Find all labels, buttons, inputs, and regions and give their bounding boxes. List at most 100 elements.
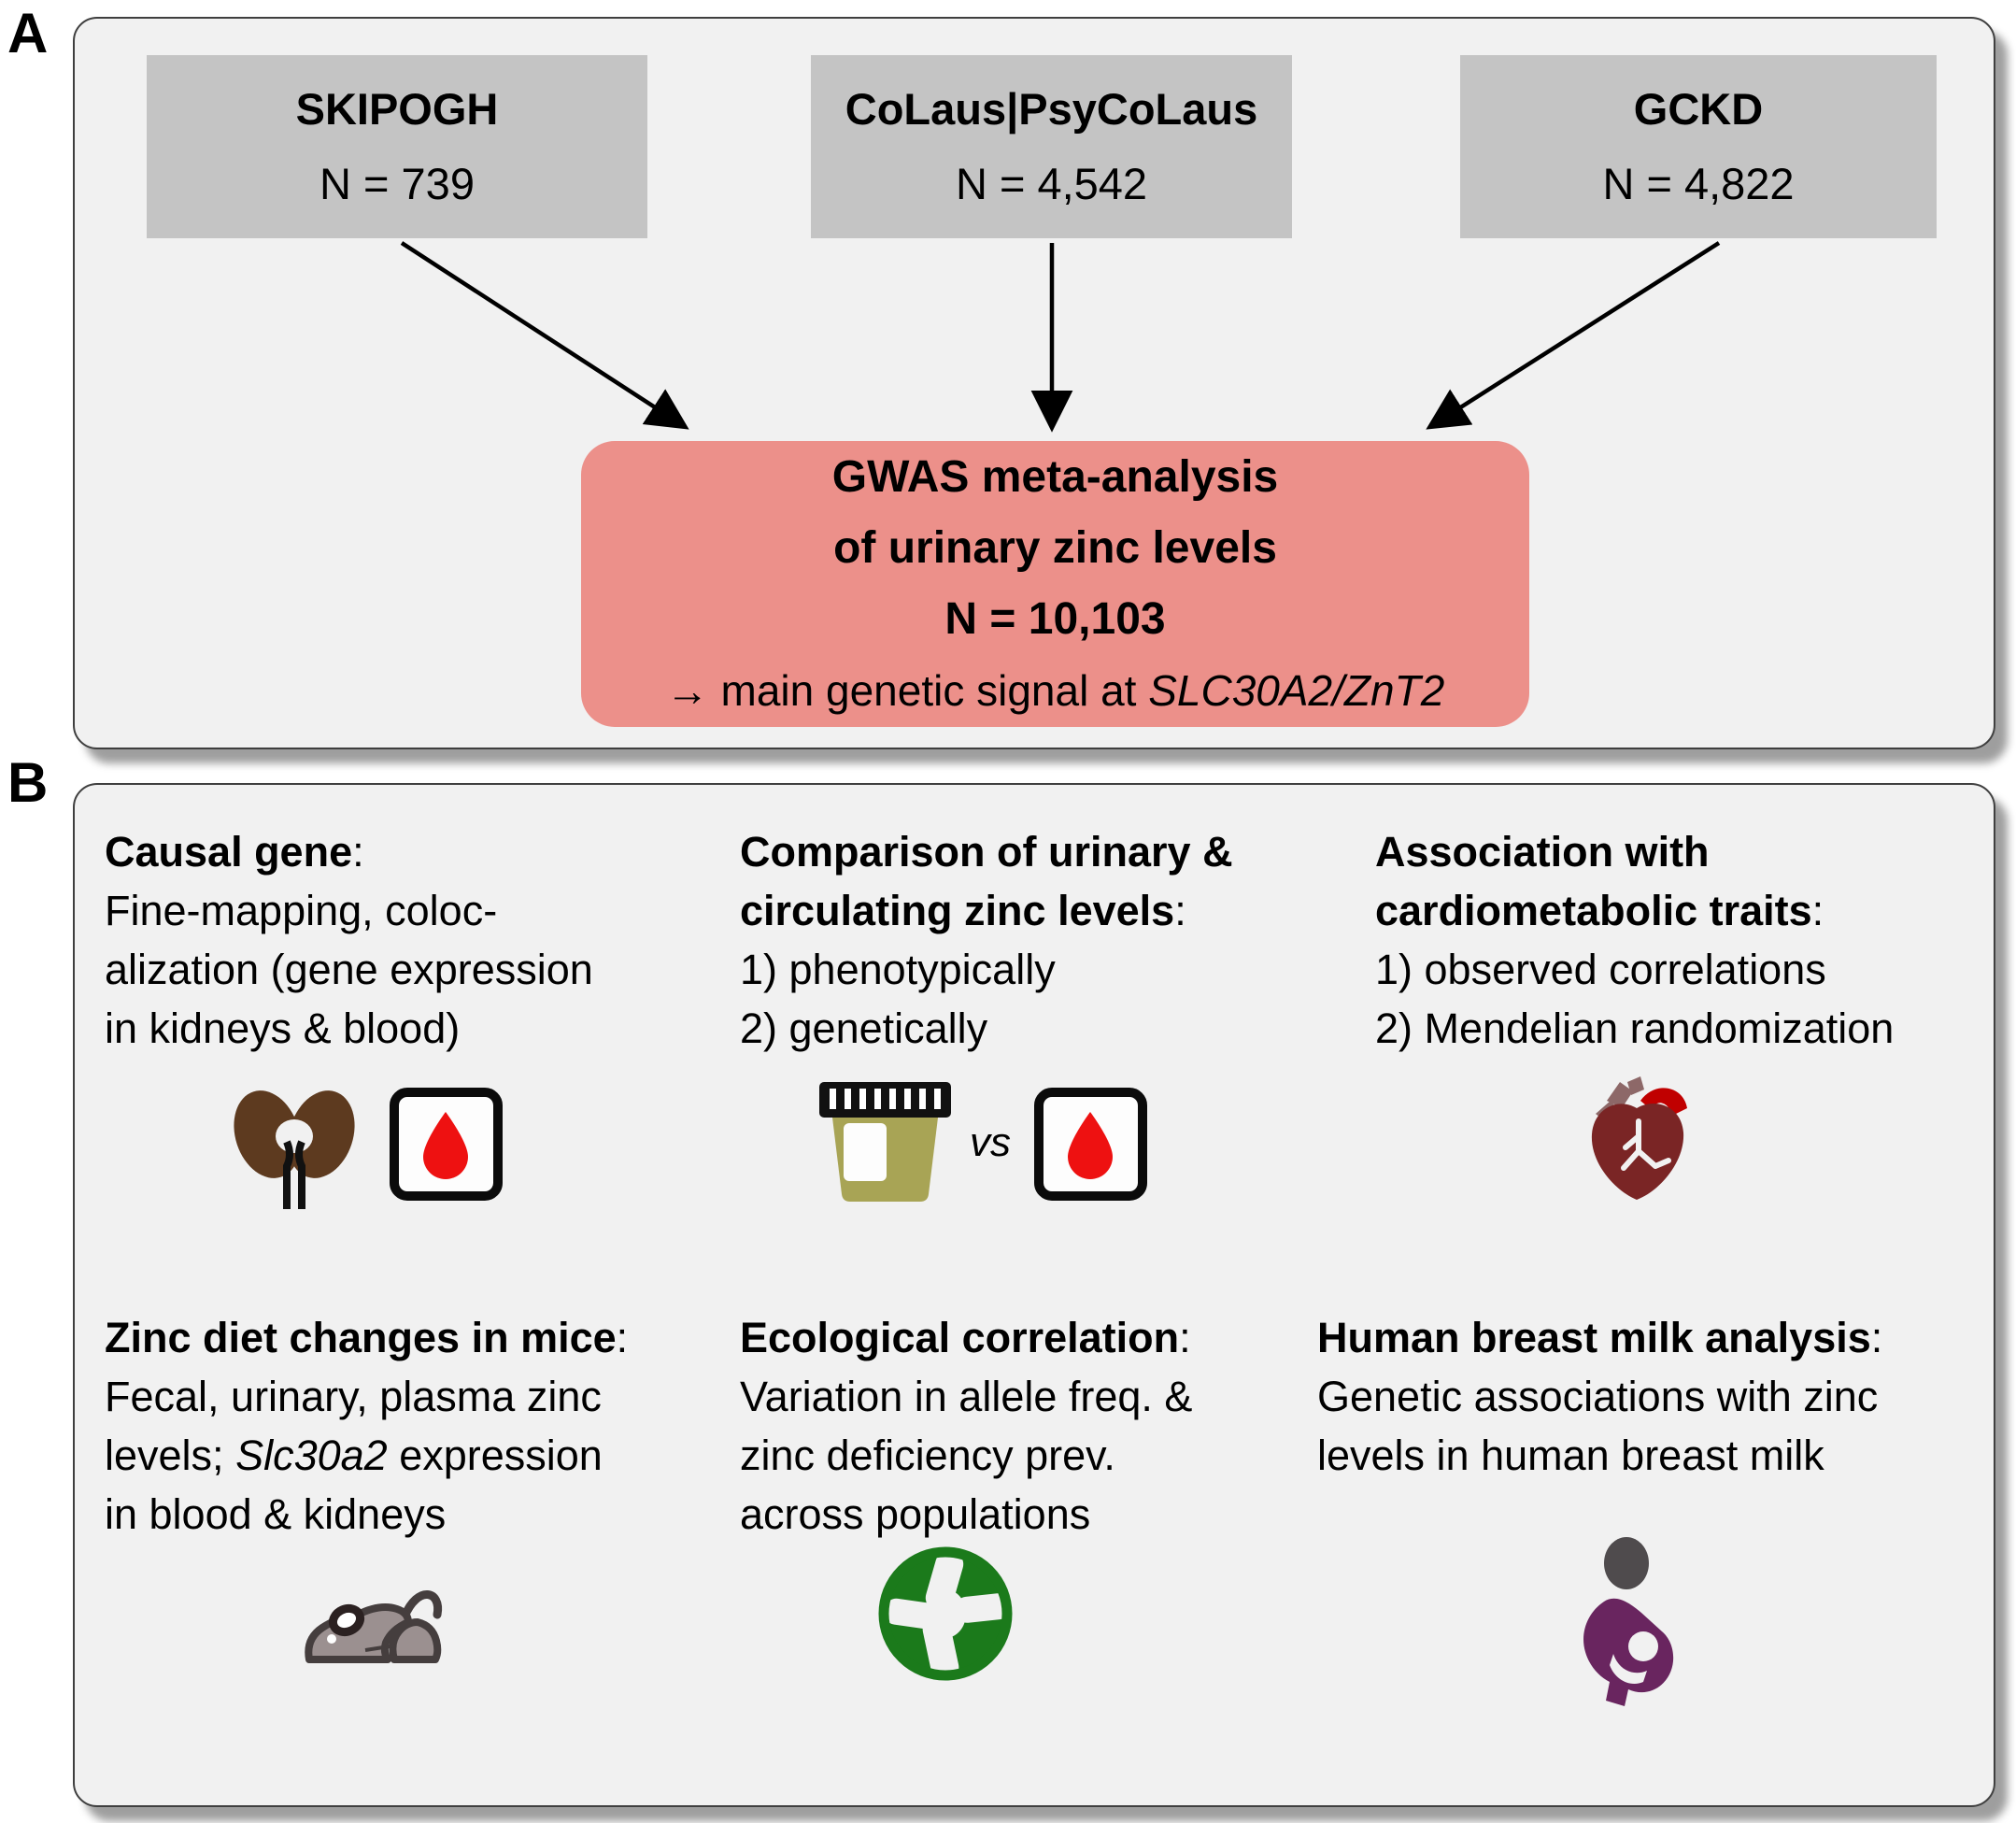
cell-title-text: Ecological correlation — [740, 1314, 1180, 1361]
blood-sample-icon — [1032, 1086, 1149, 1207]
heart-icon — [1579, 1073, 1696, 1208]
cell-title: Zinc diet changes in mice: — [105, 1308, 740, 1367]
blood-drop — [423, 1112, 468, 1179]
arrow-skipogh-to-meta — [400, 241, 689, 430]
body-line: 2) genetically — [740, 1004, 988, 1052]
cell-cardiometabolic: Association with cardiometabolic traits:… — [1375, 822, 1992, 1058]
cell-title: cardiometabolic traits: — [1375, 881, 1992, 940]
meta-line: GWAS meta-analysis — [831, 452, 1279, 502]
body-line: Fine-mapping, coloc- — [105, 887, 498, 934]
panel-b: Causal gene: Fine-mapping, coloc- alizat… — [73, 783, 1995, 1807]
breastfeeding-icon — [1565, 1532, 1682, 1715]
ocean-channel — [954, 1593, 1012, 1623]
cohort-name: GCKD — [1633, 84, 1764, 134]
gene-name: Slc30a2 — [235, 1431, 388, 1479]
meta-signal-prefix: → main genetic signal at — [665, 666, 1149, 715]
cell-mice: Zinc diet changes in mice: Fecal, urinar… — [105, 1308, 740, 1544]
mouse-icon — [304, 1568, 444, 1671]
ocean-center — [925, 1589, 966, 1638]
vessel — [1627, 1076, 1644, 1095]
urine-cup-icon — [817, 1076, 953, 1212]
cell-title-colon: : — [1870, 1314, 1883, 1361]
ureter-right — [295, 1140, 305, 1209]
cell-title: Comparison of urinary & — [740, 828, 1233, 876]
body-line: Fecal, urinary, plasma zinc — [105, 1373, 602, 1420]
line-segment: expression — [387, 1431, 603, 1479]
cell-title: Human breast milk analysis: — [1317, 1308, 1981, 1367]
mouse-hind — [389, 1618, 442, 1663]
cell-title-colon: : — [1174, 887, 1186, 934]
cell-title-colon: : — [352, 828, 364, 876]
vessel — [1607, 1082, 1633, 1108]
ocean-channel — [884, 1598, 938, 1630]
panel-a: SKIPOGH N = 739 CoLaus|PsyCoLaus N = 4,5… — [73, 17, 1995, 749]
arm-gap — [1610, 1654, 1647, 1684]
cohort-box-colaus: CoLaus|PsyCoLaus N = 4,542 — [811, 55, 1292, 238]
body-line: alization (gene expression — [105, 946, 593, 993]
cell-title: Causal gene: — [105, 822, 721, 881]
body-line: 2) Mendelian randomization — [1375, 1004, 1895, 1052]
cell-title: circulating zinc levels: — [740, 881, 1356, 940]
panel-b-label: B — [7, 751, 49, 814]
cohort-n: N = 4,542 — [955, 159, 1148, 208]
cell-title-text: Causal gene — [105, 828, 353, 876]
cell-title-colon: : — [1179, 1314, 1191, 1361]
gwas-meta-box: GWAS meta-analysis of urinary zinc level… — [581, 441, 1529, 727]
mouse-leg-line — [364, 1644, 396, 1652]
body-line: across populations — [740, 1490, 1091, 1538]
vs-label: vs — [970, 1119, 1011, 1165]
body-line: zinc deficiency prev. — [740, 1431, 1115, 1479]
kidney-notch — [276, 1119, 313, 1153]
kidneys-icon — [234, 1076, 355, 1221]
cell-title: Association with — [1375, 828, 1710, 876]
meta-line: of urinary zinc levels — [833, 523, 1277, 573]
arrow-gckd-to-meta — [1426, 241, 1721, 430]
cell-title-text: circulating zinc levels — [740, 887, 1175, 934]
ureter-left — [283, 1140, 293, 1209]
cohort-box-gckd: GCKD N = 4,822 — [1460, 55, 1937, 238]
cell-breast-milk: Human breast milk analysis: Genetic asso… — [1317, 1308, 1981, 1485]
cell-title-text: cardiometabolic traits — [1375, 887, 1812, 934]
cohort-n: N = 4,822 — [1602, 159, 1795, 208]
body-line: 1) observed correlations — [1375, 946, 1826, 993]
blood-drop — [1068, 1112, 1113, 1179]
meta-signal-line: → main genetic signal at SLC30A2/ZnT2 — [666, 655, 1445, 726]
mouse-ear — [328, 1603, 365, 1637]
body-line: in blood & kidneys — [105, 1490, 447, 1538]
cell-causal-gene: Causal gene: Fine-mapping, coloc- alizat… — [105, 822, 721, 1058]
cup-label-window — [844, 1123, 887, 1181]
cohort-n: N = 739 — [319, 159, 475, 208]
cell-title-text: Zinc diet changes in mice — [105, 1314, 617, 1361]
kidney-left — [234, 1090, 301, 1178]
cell-title-colon: : — [616, 1314, 629, 1361]
globe-icon — [878, 1546, 1014, 1687]
body-line: Genetic associations with zinc — [1317, 1373, 1879, 1420]
body-line: 1) phenotypically — [740, 946, 1056, 993]
cohort-box-skipogh: SKIPOGH N = 739 — [147, 55, 647, 238]
meta-signal-gene: SLC30A2/ZnT2 — [1148, 666, 1445, 715]
cell-title: Ecological correlation: — [740, 1308, 1356, 1367]
body-line: Variation in allele freq. & — [740, 1373, 1193, 1420]
body-line: levels; Slc30a2 expression — [105, 1426, 740, 1485]
mouse-eye — [327, 1634, 336, 1644]
panel-a-label: A — [7, 2, 49, 64]
globe-rim — [878, 1546, 1013, 1681]
meta-line: N = 10,103 — [944, 594, 1166, 644]
blood-sample-icon — [388, 1086, 504, 1207]
cell-title-text: Human breast milk analysis — [1317, 1314, 1871, 1361]
mother-head — [1604, 1537, 1649, 1589]
cup-cap — [819, 1082, 951, 1118]
cell-ecological: Ecological correlation: Variation in all… — [740, 1308, 1356, 1544]
cell-title-colon: : — [1811, 887, 1824, 934]
coronary-branches — [1621, 1118, 1671, 1171]
body-line: levels in human breast milk — [1317, 1431, 1824, 1479]
mother-body — [1583, 1598, 1674, 1706]
line-segment: levels; — [105, 1431, 236, 1479]
cell-comparison: Comparison of urinary & circulating zinc… — [740, 822, 1356, 1058]
mouse-tail — [400, 1590, 443, 1621]
kidney-right — [288, 1090, 355, 1178]
cohort-name: SKIPOGH — [295, 84, 499, 134]
body-line: in kidneys & blood) — [105, 1004, 461, 1052]
cohort-name: CoLaus|PsyCoLaus — [845, 84, 1258, 134]
